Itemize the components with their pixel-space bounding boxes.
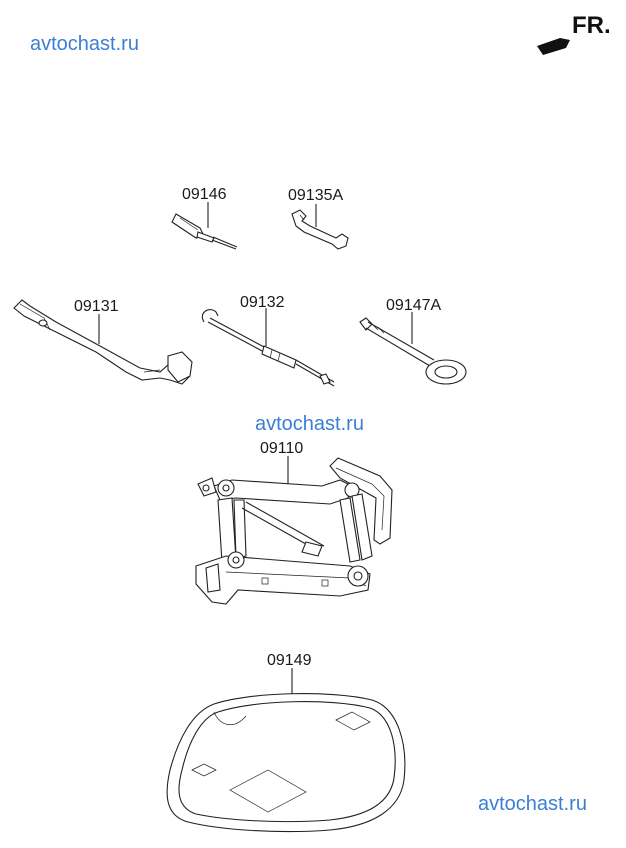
- watermark-top-left: avtochast.ru: [30, 33, 139, 55]
- front-label: FR.: [572, 12, 611, 39]
- part-label-wheel-nut-wrench: 09131: [74, 298, 119, 315]
- spanner-drawing: [291, 204, 349, 250]
- screwdriver-drawing: [171, 202, 238, 250]
- front-arrow-icon: [537, 38, 570, 55]
- watermark-middle: avtochast.ru: [255, 413, 364, 435]
- jack-handle-drawing: [201, 308, 335, 387]
- part-label-towing-hook: 09147A: [386, 297, 441, 314]
- part-label-jack-handle: 09132: [240, 294, 285, 311]
- wheel-nut-wrench-drawing: [13, 299, 193, 385]
- part-label-jack: 09110: [260, 440, 303, 457]
- part-label-screwdriver: 09146: [182, 186, 227, 203]
- tray-drawing: [166, 668, 406, 833]
- part-label-spanner: 09135A: [288, 187, 343, 204]
- part-label-tray: 09149: [267, 652, 312, 669]
- towing-hook-drawing: [359, 312, 467, 385]
- jack-drawing: [195, 456, 393, 605]
- watermark-bottom-right: avtochast.ru: [478, 793, 587, 815]
